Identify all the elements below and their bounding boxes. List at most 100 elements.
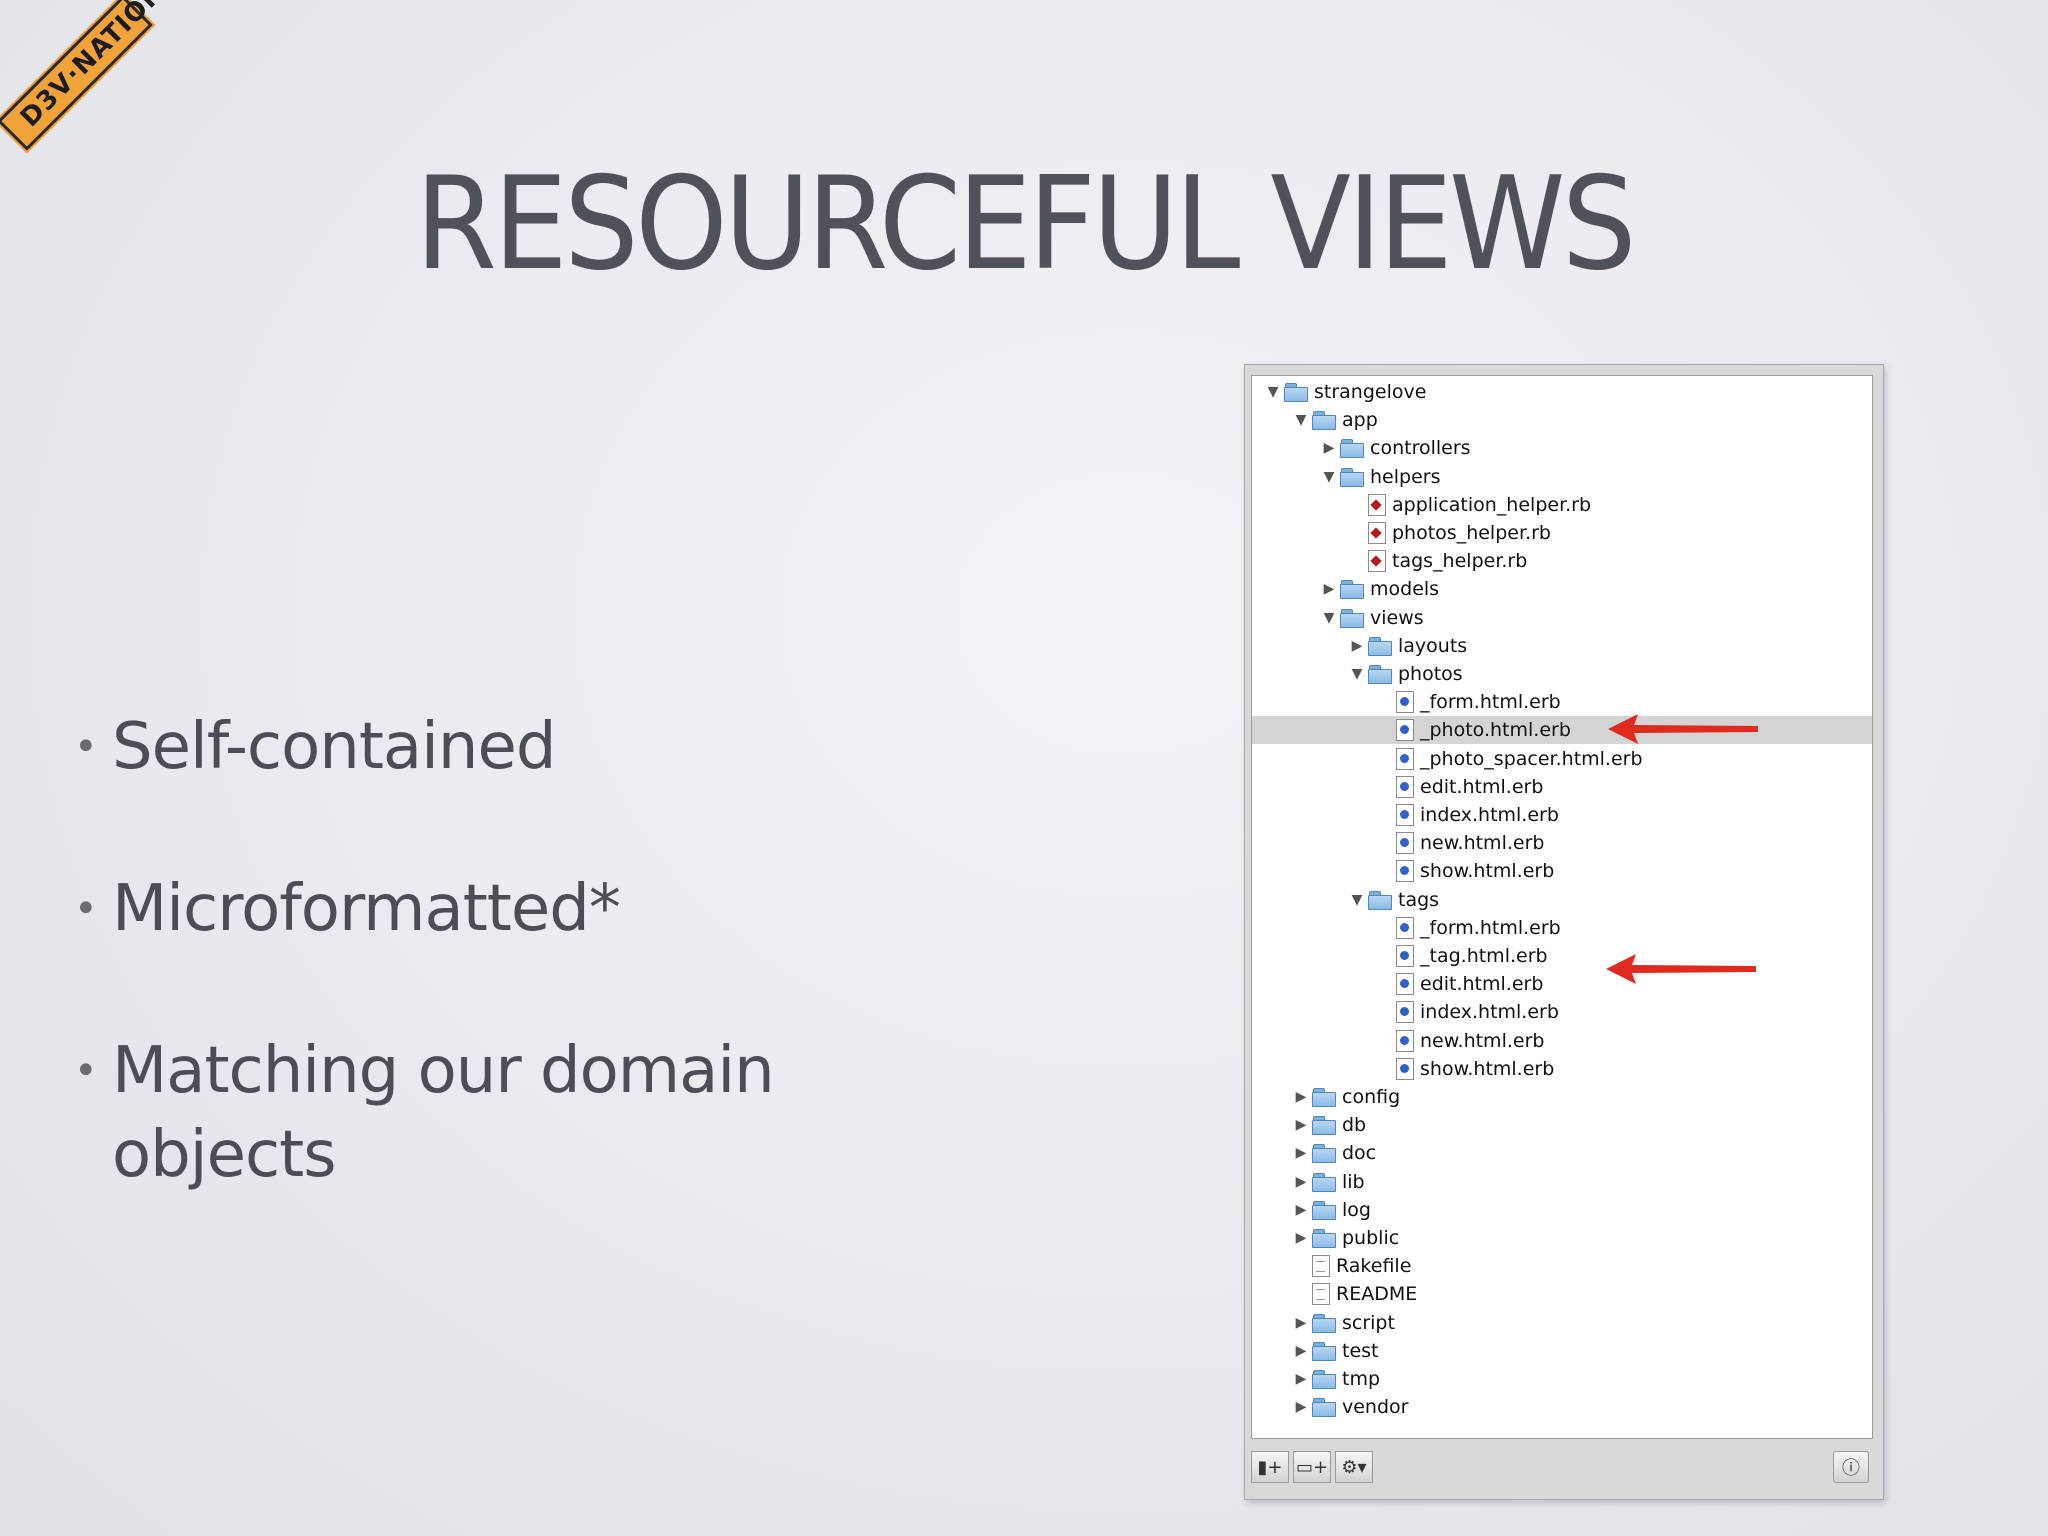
tree-folder-row[interactable]: ▶ vendor <box>1252 1393 1872 1421</box>
disclosure-closed-icon[interactable]: ▶ <box>1295 1342 1307 1359</box>
tree-file-row[interactable]: new.html.erb <box>1252 1027 1872 1055</box>
disclosure-open-icon[interactable]: ▼ <box>1351 891 1363 908</box>
erb-file-icon <box>1396 1057 1414 1080</box>
tree-item-label: edit.html.erb <box>1420 973 1544 996</box>
slide-title: RESOURCEFUL VIEWS <box>415 150 1636 299</box>
bullet-text: Microformatted* <box>112 872 621 946</box>
tree-item-label: index.html.erb <box>1420 1001 1559 1024</box>
disclosure-closed-icon[interactable]: ▶ <box>1351 637 1363 654</box>
folder-icon <box>1368 636 1392 656</box>
erb-file-icon <box>1396 1029 1414 1052</box>
tree-item-label: db <box>1342 1114 1367 1137</box>
tree-folder-row[interactable]: ▶tmp <box>1252 1365 1872 1393</box>
disclosure-closed-icon[interactable]: ▶ <box>1295 1173 1307 1190</box>
tree-item-label: controllers <box>1370 437 1471 460</box>
tree-folder-row[interactable]: ▶ db <box>1252 1111 1872 1139</box>
bullet-item: • Microformatted* <box>70 867 830 951</box>
tree-folder-row[interactable]: ▶layouts <box>1252 632 1872 660</box>
tree-folder-row[interactable]: ▶test <box>1252 1337 1872 1365</box>
tree-file-row[interactable]: photos_helper.rb <box>1252 519 1872 547</box>
tree-file-row[interactable]: show.html.erb <box>1252 1055 1872 1083</box>
tree-item-label: public <box>1342 1227 1400 1249</box>
disclosure-open-icon[interactable]: ▼ <box>1295 412 1307 429</box>
disclosure-closed-icon[interactable]: ▶ <box>1295 1399 1307 1416</box>
erb-file-icon <box>1396 1001 1414 1024</box>
disclosure-open-icon[interactable]: ▼ <box>1267 384 1279 400</box>
folder-icon <box>1340 580 1364 600</box>
tree-item-label: strangelove <box>1314 381 1427 403</box>
tree-item-label: script <box>1342 1311 1395 1334</box>
info-icon: ⓘ <box>1842 1458 1860 1479</box>
tree-file-row[interactable]: _tag.html.erb <box>1252 942 1872 970</box>
disclosure-closed-icon[interactable]: ▶ <box>1295 1117 1307 1134</box>
tree-folder-row[interactable]: ▶ controllers <box>1252 434 1872 462</box>
disclosure-closed-icon[interactable]: ▶ <box>1295 1371 1307 1387</box>
tree-file-row[interactable]: tags_helper.rb <box>1252 547 1872 575</box>
ruby-file-icon <box>1368 522 1386 544</box>
info-button[interactable]: ⓘ <box>1833 1451 1869 1483</box>
tree-toolbar: ▮+ ▭+ ⚙▾ ⓘ <box>1251 1447 1873 1487</box>
new-folder-icon: ▭+ <box>1295 1456 1329 1478</box>
tree-file-row[interactable]: _form.html.erb <box>1252 914 1872 942</box>
tree-file-row[interactable]: show.html.erb <box>1252 857 1872 885</box>
tree-folder-row[interactable]: ▶config <box>1252 1083 1872 1111</box>
disclosure-closed-icon[interactable]: ▶ <box>1295 1089 1307 1105</box>
tree-folder-row[interactable]: ▼ photos <box>1252 660 1872 688</box>
tree-file-row[interactable]: _photo.html.erb <box>1252 716 1872 745</box>
bullet-dot-icon: • <box>74 724 98 770</box>
tree-folder-row[interactable]: ▶models <box>1252 575 1872 603</box>
tree-folder-row[interactable]: ▶doc <box>1252 1139 1872 1167</box>
tree-file-row[interactable]: _form.html.erb <box>1252 688 1872 716</box>
bullet-dot-icon: • <box>74 1048 98 1094</box>
tree-item-label: vendor <box>1342 1396 1409 1419</box>
tree-file-row[interactable]: index.html.erb <box>1252 998 1872 1026</box>
folder-icon <box>1312 1229 1336 1248</box>
disclosure-open-icon[interactable]: ▼ <box>1323 468 1335 485</box>
tree-file-row[interactable]: edit.html.erb <box>1252 773 1872 801</box>
disclosure-open-icon[interactable]: ▼ <box>1351 666 1363 682</box>
tree-item-label: photos <box>1398 663 1463 685</box>
text-file-icon <box>1312 1255 1330 1278</box>
tree-file-row[interactable]: _photo_spacer.html.erb <box>1252 745 1872 773</box>
tree-file-row[interactable]: README <box>1252 1280 1872 1308</box>
erb-file-icon <box>1396 945 1414 967</box>
tree-item-label: _form.html.erb <box>1420 916 1561 939</box>
new-file-button[interactable]: ▮+ <box>1251 1451 1289 1483</box>
tree-file-row[interactable]: Rakefile <box>1252 1252 1872 1280</box>
gear-icon: ⚙▾ <box>1341 1456 1367 1478</box>
gear-button[interactable]: ⚙▾ <box>1335 1451 1373 1483</box>
disclosure-open-icon[interactable]: ▼ <box>1323 609 1335 626</box>
tree-folder-row[interactable]: ▶ lib <box>1252 1168 1872 1196</box>
erb-file-icon <box>1396 916 1414 939</box>
disclosure-closed-icon[interactable]: ▶ <box>1323 440 1335 457</box>
tree-item-label: new.html.erb <box>1420 1029 1545 1052</box>
new-file-icon: ▮+ <box>1257 1456 1283 1478</box>
tree-item-label: lib <box>1342 1170 1365 1193</box>
new-folder-button[interactable]: ▭+ <box>1293 1451 1331 1483</box>
tree-file-row[interactable]: edit.html.erb <box>1252 970 1872 998</box>
disclosure-closed-icon[interactable]: ▶ <box>1295 1201 1307 1218</box>
tree-item-label: _tag.html.erb <box>1420 945 1548 967</box>
disclosure-closed-icon[interactable]: ▶ <box>1323 581 1335 598</box>
erb-file-icon <box>1396 973 1414 996</box>
tree-folder-row[interactable]: ▼ strangelove <box>1252 378 1872 406</box>
disclosure-closed-icon[interactable]: ▶ <box>1295 1230 1307 1246</box>
tree-folder-row[interactable]: ▼tags <box>1252 886 1872 914</box>
tree-file-row[interactable]: index.html.erb <box>1252 801 1872 829</box>
tree-folder-row[interactable]: ▶ public <box>1252 1224 1872 1252</box>
tree-folder-row[interactable]: ▶ script <box>1252 1309 1872 1337</box>
bullet-text: Self-contained <box>112 710 556 784</box>
tree-folder-row[interactable]: ▶log <box>1252 1196 1872 1224</box>
folder-icon <box>1312 1313 1336 1333</box>
tree-file-row[interactable]: new.html.erb <box>1252 829 1872 857</box>
tree-item-label: tags_helper.rb <box>1392 550 1528 573</box>
tree-item-label: _photo.html.erb <box>1420 719 1571 742</box>
tree-file-row[interactable]: application_helper.rb <box>1252 491 1872 519</box>
disclosure-closed-icon[interactable]: ▶ <box>1295 1145 1307 1162</box>
tree-folder-row[interactable]: ▼app <box>1252 406 1872 434</box>
tree-folder-row[interactable]: ▼views <box>1252 604 1872 632</box>
tree-folder-row[interactable]: ▼helpers <box>1252 463 1872 491</box>
disclosure-closed-icon[interactable]: ▶ <box>1295 1314 1307 1331</box>
